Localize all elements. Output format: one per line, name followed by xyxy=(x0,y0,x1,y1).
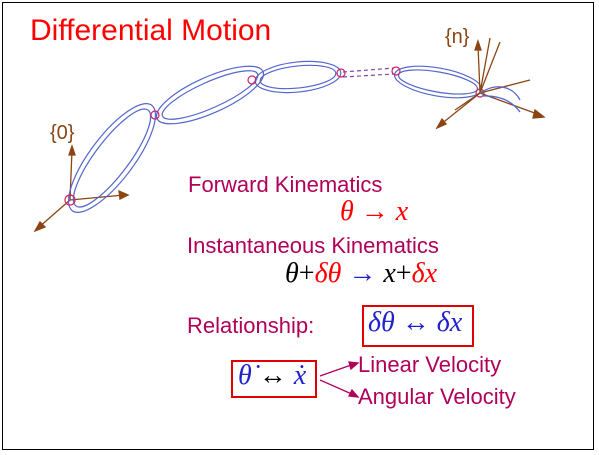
relationship-equation: δθ ↔ δx xyxy=(368,307,463,338)
inst-dx: δx xyxy=(411,258,438,289)
forward-kinematics-equation: θ → x xyxy=(340,196,408,228)
inst-x: x xyxy=(383,258,396,289)
robot-links xyxy=(67,60,482,213)
inst-plus-1: + xyxy=(298,258,315,289)
inst-dtheta: δθ xyxy=(314,258,342,289)
x-dot: ẋ xyxy=(293,360,307,391)
base-frame-axes xyxy=(33,143,130,233)
theta-dot: θ̇ xyxy=(238,360,252,391)
base-frame-label: {0} xyxy=(50,122,75,144)
end-frame-axes xyxy=(435,37,546,130)
relationship-box xyxy=(362,305,474,347)
velocity-arrow: ↔ xyxy=(258,360,287,391)
slide-frame xyxy=(2,2,594,450)
slide-title: Differential Motion xyxy=(30,14,272,47)
velocity-pointers xyxy=(319,361,360,398)
angular-velocity-label: Angular Velocity xyxy=(358,384,516,409)
instantaneous-kinematics-equation: θ+δθ → x+δx xyxy=(285,258,437,290)
relationship-label: Relationship: xyxy=(187,313,315,338)
instantaneous-kinematics-label: Instantaneous Kinematics xyxy=(187,233,439,258)
velocity-box xyxy=(231,360,317,398)
inst-arrow: → xyxy=(348,258,377,289)
forward-arrow: → xyxy=(360,196,389,227)
end-frame-label: {n} xyxy=(445,26,470,48)
inst-plus-2: + xyxy=(395,258,412,289)
linear-velocity-label: Linear Velocity xyxy=(358,352,502,377)
inst-theta: θ xyxy=(285,258,299,289)
velocity-equation: θ̇ ↔ ẋ xyxy=(238,360,306,392)
forward-kinematics-label: Forward Kinematics xyxy=(188,172,383,197)
forward-theta: θ xyxy=(340,196,354,227)
forward-x: x xyxy=(395,196,409,227)
